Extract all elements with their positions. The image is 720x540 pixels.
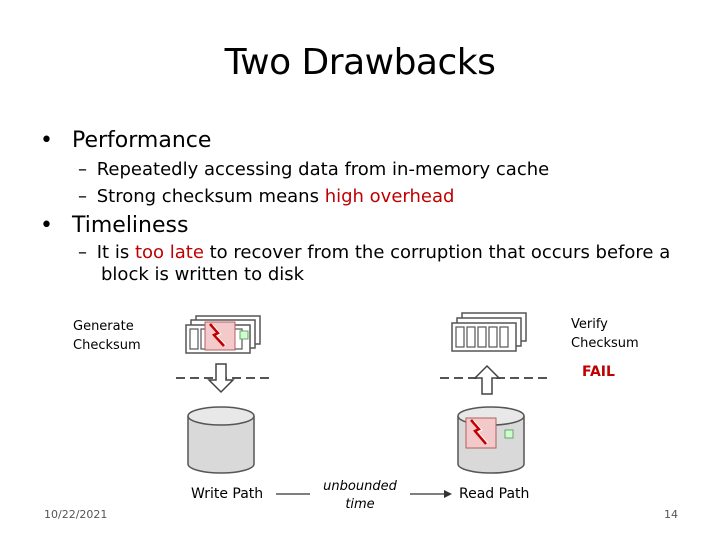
read-path-label: Read Path [459,486,530,502]
sub-bullet-too-late: – It is too late to recover from the cor… [78,242,698,263]
sub-bullet-overhead: – Strong checksum means high overhead [78,186,454,207]
unbounded-time-label: unbounded time [312,478,408,514]
unbounded-line1: unbounded [323,479,397,494]
highlight-high-overhead: high overhead [324,186,455,207]
down-arrow-icon [207,363,235,394]
verify-checksum-label: Verify Checksum [571,315,639,353]
bullet-timeliness-label: Timeliness [71,213,189,238]
bullet-performance: • Performance [40,128,211,153]
footer-page-number: 14 [664,508,678,521]
footer-date: 10/22/2021 [44,508,108,521]
right-checksum-tag-icon [504,429,514,439]
generate-checksum-label: Generate Checksum [73,317,141,355]
highlight-too-late: too late [134,242,204,263]
sub-bullet-cache: – Repeatedly accessing data from in-memo… [78,159,549,180]
too-late-line2: block is written to disk [101,264,305,285]
up-arrow-icon [473,364,501,395]
bullet-performance-label: Performance [71,128,212,153]
timeline-arrowhead-icon [444,490,452,498]
too-late-prefix: It is [96,242,135,263]
fail-label: FAIL [582,364,615,380]
bullet-dot: • [40,213,53,238]
left-disk-icon [187,406,255,474]
generate-line2: Checksum [73,338,141,353]
verify-line1: Verify [571,317,608,332]
sub-bullet-overhead-text: Strong checksum means [96,186,325,207]
left-corrupted-block-icon [204,321,236,351]
right-memory-stack-icon [451,312,527,352]
dash: – [78,159,87,180]
left-checksum-tag-icon [239,330,249,340]
dash: – [78,242,87,263]
generate-line1: Generate [73,319,134,334]
unbounded-line2: time [345,497,375,512]
slide-title: Two Drawbacks [224,42,496,83]
bullet-timeliness: • Timeliness [40,213,188,238]
sub-bullet-cache-text: Repeatedly accessing data from in-memory… [96,159,550,180]
too-late-mid: to recover from the corruption that occu… [203,242,671,263]
dash: – [78,186,87,207]
bullet-dot: • [40,128,53,153]
right-corrupted-block-icon [465,417,497,449]
write-path-label: Write Path [191,486,264,502]
verify-line2: Checksum [571,336,639,351]
